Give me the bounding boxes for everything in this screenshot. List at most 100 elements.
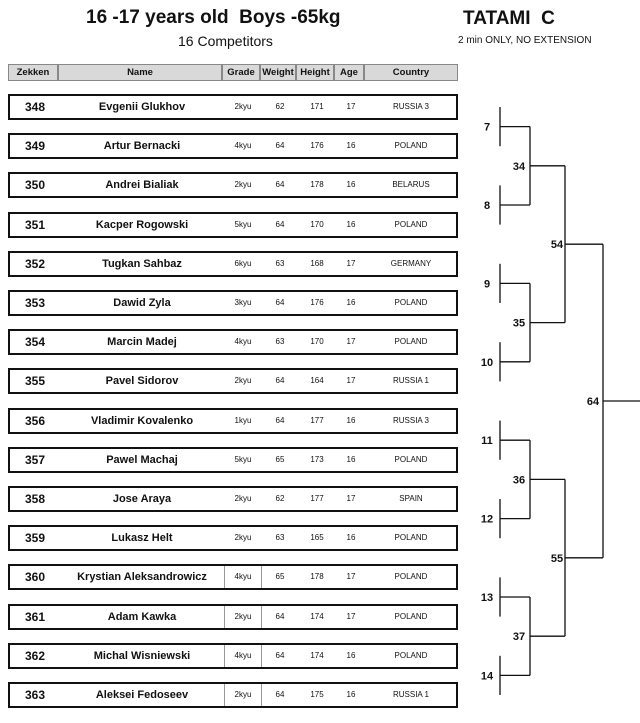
competitor-age: 16: [346, 298, 356, 307]
header-country: Country: [364, 64, 458, 81]
competitor-zekken: 360: [24, 570, 46, 585]
competitor-age: 16: [346, 180, 356, 190]
competitor-zekken: 359: [24, 531, 46, 546]
competitor-zekken: 354: [24, 335, 46, 350]
competitor-height: 173: [310, 454, 324, 464]
competitor-weight: 64: [275, 650, 285, 660]
competitor-country: RUSSIA 3: [392, 415, 429, 425]
header-age: Age: [334, 64, 364, 81]
competitor-weight: 64: [275, 376, 285, 386]
competitor-age: 16: [346, 415, 356, 425]
competitor-name: Vladimir Kovalenko: [90, 414, 194, 427]
competitor-height: 178: [310, 180, 324, 190]
competitor-zekken: 348: [24, 100, 46, 114]
competitor-age: 17: [346, 258, 356, 268]
match-number: 55: [551, 553, 563, 565]
header-name: Name: [58, 64, 222, 81]
match-number: 12: [481, 514, 493, 526]
competitor-weight: 62: [275, 494, 285, 503]
competitor-zekken: 358: [24, 492, 46, 506]
competitor-weight: 63: [275, 533, 285, 543]
match-number: 13: [481, 592, 493, 604]
competitor-country: POLAND: [394, 611, 428, 621]
competitor-grade: 4kyu: [224, 644, 262, 667]
competitor-height: 176: [310, 298, 324, 307]
competitor-name: Pawel Machaj: [106, 453, 178, 466]
competitor-height: 174: [310, 650, 324, 660]
competitor-zekken: 355: [24, 374, 46, 389]
competitor-country: POLAND: [394, 572, 428, 582]
competitor-weight: 64: [275, 415, 285, 425]
competitor-grade: 4kyu: [224, 566, 262, 589]
competitor-grade: 4kyu: [234, 141, 252, 151]
category-title: 16 -17 years old Boys -65kg: [86, 7, 341, 28]
competitor-country: RUSSIA 3: [392, 102, 429, 111]
competitor-age: 17: [346, 611, 356, 621]
competitor-weight: 65: [275, 572, 285, 582]
competitor-zekken: 361: [24, 609, 46, 624]
match-number: 54: [551, 239, 564, 251]
competitor-grade: 2kyu: [234, 376, 252, 386]
competitor-grade: 2kyu: [224, 684, 262, 706]
competitor-country: POLAND: [394, 298, 428, 307]
competitor-height: 175: [310, 690, 324, 699]
competitor-zekken: 356: [24, 413, 46, 428]
competitor-name: Artur Bernacki: [103, 140, 181, 153]
match-number: 7: [484, 122, 490, 134]
competitor-weight: 64: [275, 690, 285, 699]
competitor-height: 164: [310, 376, 324, 386]
competitor-country: BELARUS: [392, 180, 430, 190]
competitor-age: 16: [346, 650, 356, 660]
competitor-name: Kacper Rogowski: [95, 218, 189, 231]
competitor-height: 178: [310, 572, 324, 582]
competitor-age: 16: [346, 454, 356, 464]
header-height: Height: [296, 64, 334, 81]
header-zekken: Zekken: [8, 64, 58, 81]
competitor-name: Tugkan Sahbaz: [102, 257, 182, 270]
competitor-grade: 6kyu: [234, 258, 252, 268]
competitor-age: 17: [346, 102, 356, 111]
match-number: 36: [513, 474, 525, 486]
competitor-weight: 63: [275, 258, 285, 268]
competitor-grade: 5kyu: [234, 219, 252, 229]
competitor-grade: 5kyu: [234, 454, 252, 464]
competitor-height: 170: [310, 337, 324, 347]
competitor-country: POLAND: [394, 219, 428, 229]
competitor-height: 170: [310, 219, 324, 229]
competitor-country: POLAND: [394, 141, 428, 151]
competitor-name: Andrei Bialiak: [105, 179, 179, 192]
competitor-weight: 64: [275, 298, 285, 307]
competitor-age: 16: [346, 690, 356, 699]
match-number: 9: [484, 278, 490, 290]
competitor-weight: 64: [275, 141, 285, 151]
competitor-zekken: 350: [24, 178, 46, 193]
competitor-height: 174: [310, 611, 324, 621]
competitor-zekken: 362: [24, 648, 46, 663]
match-number: 34: [513, 161, 526, 173]
match-number: 11: [481, 435, 493, 447]
competitor-weight: 64: [275, 180, 285, 190]
header-weight: Weight: [260, 64, 296, 81]
competitor-grade: 2kyu: [234, 494, 252, 503]
competitor-grade: 1kyu: [234, 415, 252, 425]
competitor-height: 171: [310, 102, 324, 111]
match-number: 35: [513, 318, 525, 330]
competitor-weight: 65: [275, 454, 285, 464]
competitor-age: 17: [346, 494, 356, 503]
competitor-weight: 63: [275, 337, 285, 347]
competitor-name: Dawid Zyla: [113, 297, 171, 309]
competitor-height: 177: [310, 494, 324, 503]
competitor-weight: 64: [275, 219, 285, 229]
final-match-number: 64: [587, 396, 600, 408]
